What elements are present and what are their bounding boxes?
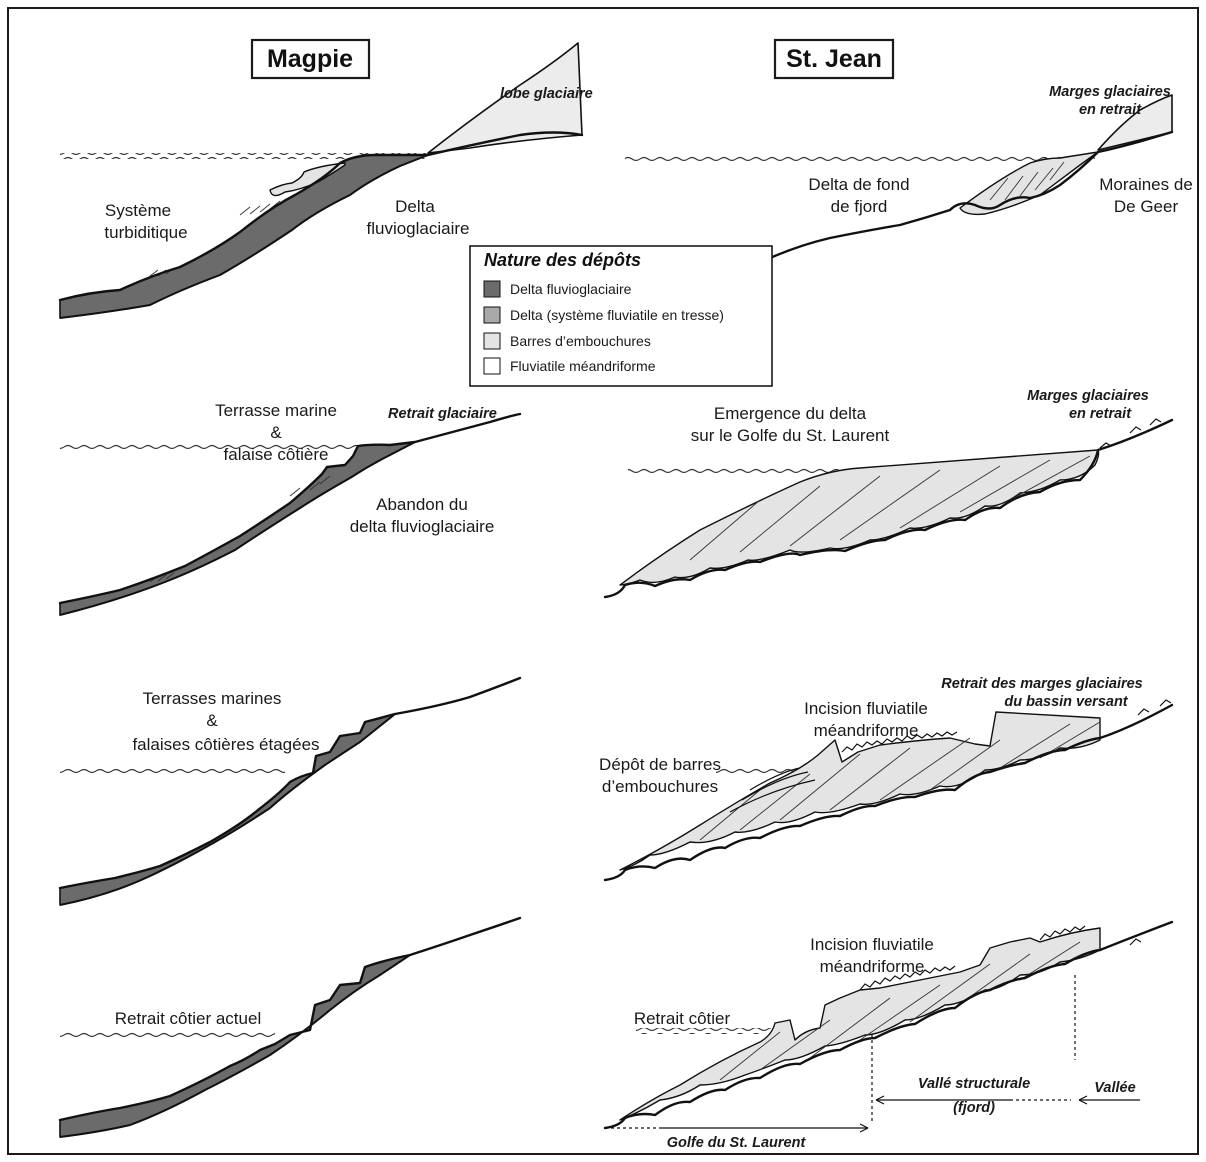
svg-text:méandriforme: méandriforme [814,721,919,740]
svg-text:Vallée: Vallée [1094,1080,1135,1096]
svg-text:Marges glaciaires: Marges glaciaires [1027,388,1149,404]
seafloor-profile [768,130,1174,260]
magpie-panel-1: lobe glaciaire Système turbiditique Delt… [58,42,593,319]
glacier-lobe-shape [427,42,583,154]
legend-item-4: Fluviatile méandriforme [483,357,656,375]
svg-text:&: & [206,711,218,730]
svg-text:de fjord: de fjord [831,197,888,216]
svg-text:Incision fluviatile: Incision fluviatile [810,935,934,954]
svg-text:sur le Golfe du St. Laurent: sur le Golfe du St. Laurent [691,426,890,445]
legend-item-1: Delta fluvioglaciaire [483,280,632,298]
svg-text:du bassin versant: du bassin versant [1004,694,1128,710]
incised-delta-deposit [619,927,1101,1121]
water-line [716,767,831,773]
svg-text:falaise côtière: falaise côtière [224,445,329,464]
svg-text:d’embouchures: d’embouchures [602,777,718,796]
legend-item-3: Barres d’embouchures [483,332,651,350]
title-magpie: Magpie [250,38,371,80]
svg-text:Retrait côtier actuel: Retrait côtier actuel [115,1009,261,1028]
svg-text:Delta: Delta [395,197,435,216]
svg-text:fluvioglaciaire: fluvioglaciaire [367,219,470,238]
svg-text:(fjord): (fjord) [953,1100,995,1116]
seafloor-profile [603,920,1174,1130]
svg-text:en retrait: en retrait [1079,102,1142,118]
svg-text:Emergence du delta: Emergence du delta [714,404,867,423]
st-jean-panel-3: Retrait des marges glaciaires du bassin … [599,676,1174,882]
legend-item-2: Delta (système fluviatile en tresse) [483,306,724,324]
svg-text:Delta de fond: Delta de fond [808,175,909,194]
svg-text:Terrasses marines: Terrasses marines [143,689,282,708]
fjord-delta-deposit [959,151,1099,216]
water-line [60,1032,275,1038]
svg-text:lobe glaciaire: lobe glaciaire [500,86,593,102]
svg-text:turbiditique: turbiditique [104,223,187,242]
svg-text:Marges glaciaires: Marges glaciaires [1049,84,1171,100]
svg-text:falaises côtières étagées: falaises côtières étagées [132,735,319,754]
water-line [60,769,285,775]
svg-text:Fluviatile méandriforme: Fluviatile méandriforme [510,358,656,374]
svg-text:en retrait: en retrait [1069,406,1132,422]
water-line [60,153,430,159]
magpie-panel-2: Retrait glaciaire Terrasse marine & fala… [58,401,522,616]
st-jean-panel-4: Incision fluviatile méandriforme Retrait… [603,920,1174,1151]
svg-text:Golfe du St. Laurent: Golfe du St. Laurent [667,1135,807,1151]
magpie-panel-3: Terrasses marines & falaises côtières ét… [58,676,522,906]
seafloor-profile [58,412,522,605]
svg-text:Barres d’embouchures: Barres d’embouchures [510,333,651,349]
svg-text:Abandon du: Abandon du [376,495,468,514]
seafloor-profile [58,131,584,302]
svg-text:Retrait des marges glaciaires: Retrait des marges glaciaires [941,676,1143,692]
st-jean-panel-2: Marges glaciaires en retrait Emergence d… [603,388,1174,599]
svg-text:Retrait glaciaire: Retrait glaciaire [388,406,497,422]
seafloor-profile [603,703,1174,882]
water-line [636,1028,771,1034]
title-st-jean: St. Jean [773,38,895,80]
svg-text:Delta fluvioglaciaire: Delta fluvioglaciaire [510,281,632,297]
svg-text:méandriforme: méandriforme [820,957,925,976]
svg-text:De Geer: De Geer [1114,197,1179,216]
svg-text:St. Jean: St. Jean [786,45,882,73]
seafloor-profile [58,676,522,890]
water-line [628,467,868,473]
water-line [60,443,380,449]
svg-text:Vallé structurale: Vallé structurale [918,1076,1030,1092]
seafloor-profile [603,418,1174,599]
svg-text:Terrasse marine: Terrasse marine [215,401,337,420]
svg-text:Magpie: Magpie [267,45,353,73]
svg-text:delta fluvioglaciaire: delta fluvioglaciaire [350,517,495,536]
water-line [625,155,1095,161]
delta-emergence-deposit [619,449,1100,586]
st-jean-panel-1: Marges glaciaires en retrait Delta de fo… [625,84,1193,260]
svg-text:Nature des dépôts: Nature des dépôts [484,250,641,270]
svg-text:Incision fluviatile: Incision fluviatile [804,699,928,718]
svg-text:Moraines de: Moraines de [1099,175,1193,194]
svg-text:Retrait côtier: Retrait côtier [634,1009,731,1028]
figure-frame [7,7,1199,1155]
magpie-panel-4: Retrait côtier actuel [58,916,522,1138]
svg-text:Dépôt de barres: Dépôt de barres [599,755,721,774]
svg-text:Système: Système [105,201,171,220]
svg-text:Delta (système fluviatile en t: Delta (système fluviatile en tresse) [510,307,724,323]
legend: Nature des dépôts Delta fluvioglaciaire … [469,245,773,387]
seafloor-profile [58,916,522,1122]
svg-text:&: & [270,423,282,442]
